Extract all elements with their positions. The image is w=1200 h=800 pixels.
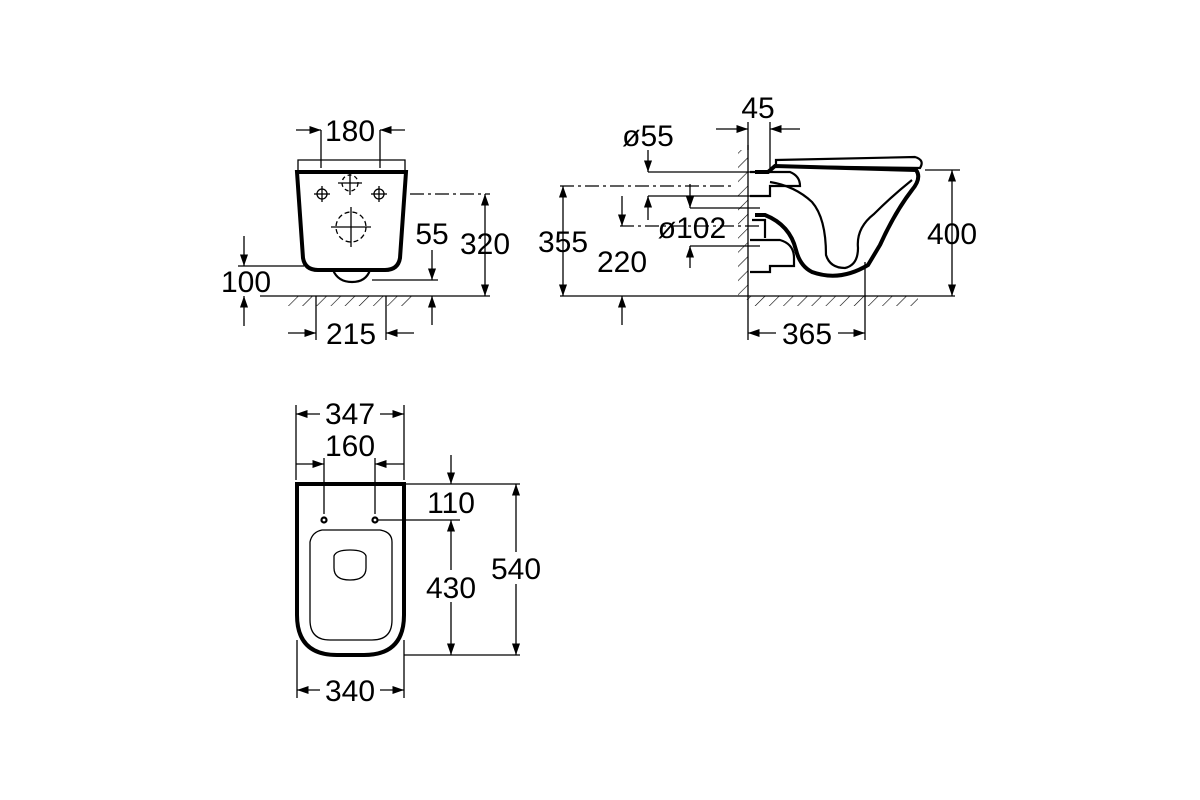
front-dim-180: 180	[325, 115, 375, 148]
front-dim-215: 215	[326, 318, 376, 351]
top-dim-347: 347	[325, 398, 375, 431]
top-bolt-hole-left	[320, 516, 328, 524]
top-dim-430: 430	[426, 572, 476, 605]
side-dim-d102: ø102	[658, 212, 726, 245]
side-seat-outline	[774, 155, 923, 170]
side-view: 45 ø55 ø102 355 220 400 365	[538, 92, 977, 351]
top-dim-540: 540	[491, 553, 541, 586]
front-bowl-outline	[294, 170, 409, 272]
front-dim-55: 55	[415, 218, 448, 251]
side-dim-365: 365	[782, 318, 832, 351]
side-dim-400: 400	[927, 218, 977, 251]
front-outlet-outline	[331, 269, 372, 284]
front-dim-100: 100	[221, 266, 271, 299]
top-dim-110: 110	[427, 487, 475, 520]
top-bolt-hole-right	[371, 516, 379, 524]
top-rim-outline	[309, 529, 393, 641]
side-dim-355: 355	[538, 226, 588, 259]
top-dim-160: 160	[325, 430, 375, 463]
top-dim-340: 340	[325, 675, 375, 708]
side-dim-220: 220	[597, 246, 647, 279]
side-dim-d55: ø55	[622, 120, 674, 153]
top-view: 347 160 110 430 540 340	[295, 398, 547, 708]
side-bowl-outline	[755, 163, 921, 278]
top-bowl-outline	[295, 482, 406, 657]
front-seat-outline	[297, 159, 406, 170]
front-fixing-marks	[314, 171, 387, 247]
side-dim-45: 45	[741, 92, 774, 125]
top-opening-outline	[333, 549, 367, 581]
front-dim-320: 320	[460, 228, 510, 261]
front-view: 180 320 55 100 215	[221, 115, 510, 351]
